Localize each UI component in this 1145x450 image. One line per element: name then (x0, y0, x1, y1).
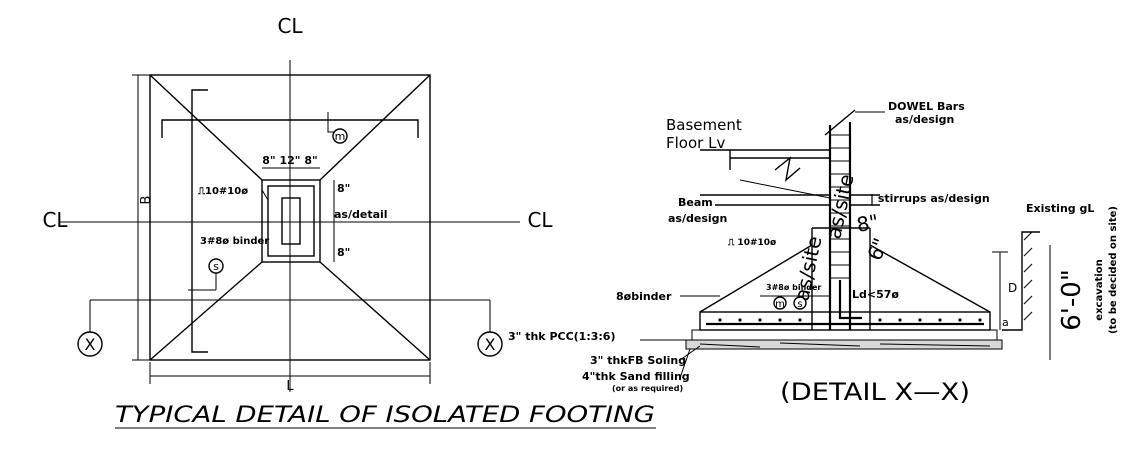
col-bars-label: ⎍10#10ø (197, 186, 248, 197)
soling-hatch (685, 339, 1003, 350)
pedestal-bars (267, 185, 315, 257)
section-mark-right: X (485, 335, 496, 354)
sand-note: (or as required) (612, 384, 683, 393)
column-outline (281, 197, 301, 245)
col-detail-label: as/detail (334, 208, 388, 221)
bar-m (161, 119, 419, 138)
dim-l-label: L (286, 379, 294, 394)
column-stirrups (830, 134, 850, 279)
excavation-label-2: (to be decided on site) (1108, 206, 1119, 334)
pcc-label: 3" thk PCC(1:3:6) (508, 330, 615, 343)
soling-leader (679, 345, 701, 361)
section-mark-s: s (797, 299, 802, 310)
beam-label-2: as/design (668, 212, 727, 225)
dim-side-1: 8" (337, 182, 350, 195)
dim-top-label: 8" 12" 8" (262, 154, 317, 167)
section-mark-m-circle (773, 296, 787, 310)
bar-dots (718, 318, 982, 322)
section-binder-small: 3#8ø binder (766, 283, 821, 292)
dim-6-label: 6" (862, 235, 892, 264)
footing-base (699, 311, 991, 331)
dim-b-label: B (139, 196, 154, 205)
dim-8-label: 8" (855, 209, 881, 236)
section-mark-left-circle (77, 331, 103, 357)
excavation-label-1: excavation (1094, 259, 1105, 320)
ld-label: Ld<57ø (852, 288, 899, 301)
basement-label-2: Floor Lv (666, 134, 725, 152)
depth-label: 6'-0" (1057, 269, 1087, 331)
sand-leader (679, 348, 691, 379)
footing-slope-right (869, 244, 991, 313)
centerline-label-top: CL (277, 14, 303, 38)
binder-label: 3#8ø binder (200, 236, 269, 247)
col-bars-leader (261, 189, 269, 201)
dim-a: a (1002, 316, 1009, 329)
pcc-layer (691, 329, 998, 341)
plan-diagonal (319, 74, 431, 181)
section-title: (DETAIL X—X) (780, 378, 970, 406)
bar-mark-m: m (335, 130, 346, 143)
footing-slope-left (699, 244, 813, 313)
bar-mark-m-circle (332, 128, 348, 144)
as-site-2: as/site (821, 172, 858, 241)
column-break (824, 109, 856, 136)
plan-diagonal (149, 261, 263, 361)
section-col-bars: ⎍ 10#10ø (728, 238, 776, 248)
plan-diagonal (149, 74, 263, 181)
dim-d: D (1008, 281, 1017, 295)
beam-label-1: Beam (678, 196, 713, 209)
soling-label: 3" thkFB Soling (590, 354, 686, 367)
basement-label-1: Basement (666, 116, 742, 134)
sand-label: 4"thk Sand filling (582, 370, 690, 383)
section-mark-m: m (775, 299, 785, 310)
floor-break (774, 156, 801, 182)
section-mark-right-circle (477, 331, 503, 357)
ground-hatch (1023, 231, 1033, 321)
plan-title: TYPICAL DETAIL OF ISOLATED FOOTING (115, 403, 655, 428)
dowel-label-1: DOWEL Bars (888, 100, 965, 113)
centerline-label-left: CL (42, 208, 68, 232)
plan-view: m s B L CL CL CL X X 8" 12" 8" 8" (42, 14, 553, 394)
bar-s (191, 89, 208, 353)
bar-m-leader (327, 112, 335, 133)
excavation-line (1002, 231, 1040, 331)
dim-side-2: 8" (337, 246, 350, 259)
as-site-1: as/site (789, 234, 826, 303)
pedestal-outline (261, 179, 321, 263)
plan-diagonal (319, 261, 431, 361)
section-binder: 8øbinder (616, 290, 672, 303)
stirrups-label: | stirrups as/design (870, 192, 990, 205)
footing-outline (149, 74, 431, 361)
centerline-label-right: CL (527, 208, 553, 232)
beam-leader (739, 179, 831, 199)
dowel-label-2: as/design (895, 113, 954, 126)
section-mark-s-circle (793, 296, 807, 310)
bar-mark-s: s (213, 260, 219, 273)
section-mark-left: X (85, 335, 96, 354)
layer-notes: 3" thk PCC(1:3:6) 3" thkFB Soling 4"thk … (508, 330, 690, 393)
column-bar-bend (838, 280, 862, 320)
existing-gl-label: Existing gL (1026, 202, 1094, 215)
section-view: D a m s Basement Floor Lv DOWEL Bars as/… (616, 100, 1119, 379)
